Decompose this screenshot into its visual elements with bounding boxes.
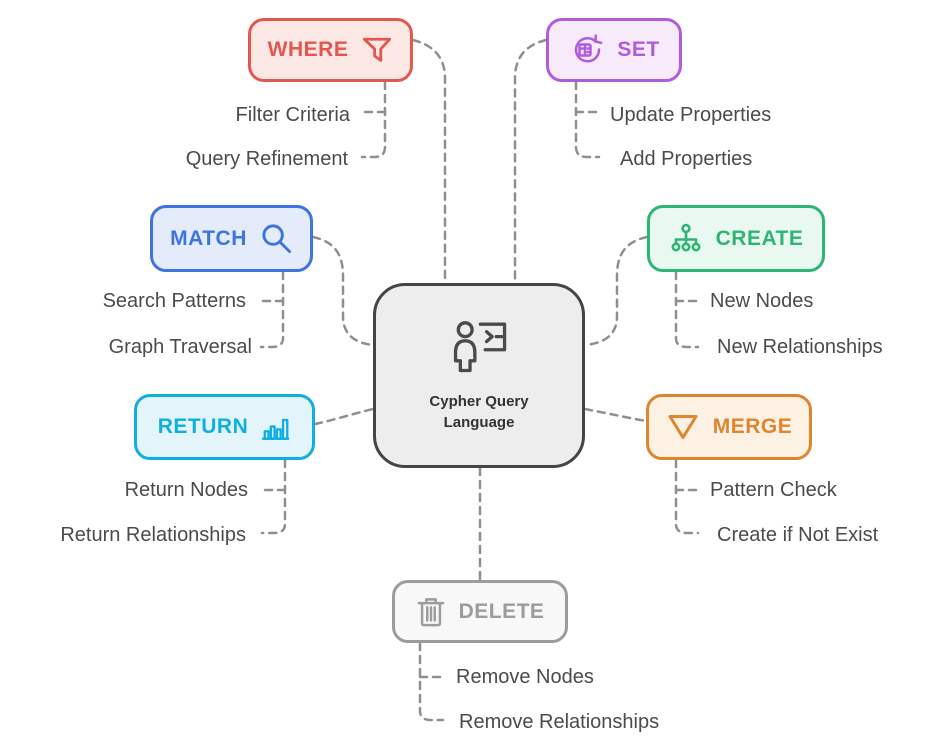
- connector-merge-items: [674, 458, 703, 535]
- connector-match-items: [256, 270, 285, 349]
- trash-icon: [416, 596, 446, 628]
- return-item-1: Return Nodes: [124, 479, 248, 501]
- connector-create-center: [583, 235, 649, 347]
- connector-where-center: [411, 38, 447, 285]
- create-item-2: New Relationships: [717, 336, 883, 358]
- merge-item-1: Pattern Check: [710, 479, 837, 501]
- center-node: Cypher Query Language: [373, 283, 585, 468]
- funnel-icon: [361, 35, 393, 65]
- node-create: CREATE: [647, 205, 825, 272]
- magnifier-icon: [260, 222, 293, 255]
- bar-chart-icon: [261, 413, 291, 442]
- node-create-label: CREATE: [715, 226, 804, 250]
- update-cycle-icon: [568, 32, 604, 68]
- node-return-label: RETURN: [157, 415, 249, 438]
- node-where: WHERE: [248, 18, 413, 82]
- node-where-label: WHERE: [267, 38, 349, 61]
- connector-match-center: [311, 235, 375, 347]
- connector-delete-items: [418, 641, 448, 722]
- return-item-2: Return Relationships: [60, 524, 246, 546]
- set-item-2: Add Properties: [620, 148, 753, 170]
- connector-set-items: [574, 80, 602, 159]
- node-return: RETURN: [134, 394, 315, 460]
- node-set: SET: [546, 18, 682, 82]
- connector-set-center: [513, 38, 548, 285]
- match-item-2: Graph Traversal: [108, 336, 252, 358]
- node-set-label: SET: [617, 38, 660, 61]
- set-item-1: Update Properties: [610, 104, 772, 126]
- node-merge: MERGE: [646, 394, 812, 460]
- create-item-1: New Nodes: [710, 290, 814, 312]
- connector-where-items: [359, 80, 387, 159]
- connector-return-center: [313, 407, 375, 426]
- connector-return-items: [257, 458, 287, 535]
- org-tree-icon: [669, 223, 703, 255]
- node-match-label: MATCH: [170, 226, 247, 250]
- match-item-1: Search Patterns: [102, 290, 246, 312]
- node-merge-label: MERGE: [712, 415, 793, 438]
- node-match: MATCH: [150, 205, 313, 272]
- center-title: Cypher Query Language: [429, 393, 529, 431]
- person-terminal-icon: [446, 318, 512, 381]
- merge-item-2: Create if Not Exist: [717, 524, 879, 546]
- connector-create-items: [674, 270, 703, 349]
- where-item-2: Query Refinement: [185, 148, 348, 170]
- delete-item-2: Remove Relationships: [459, 711, 660, 733]
- where-item-1: Filter Criteria: [235, 104, 350, 126]
- node-delete: DELETE: [392, 580, 568, 643]
- connector-merge-center: [583, 407, 648, 423]
- delete-item-1: Remove Nodes: [456, 666, 594, 688]
- node-delete-label: DELETE: [458, 599, 545, 623]
- triangle-icon: [666, 412, 700, 442]
